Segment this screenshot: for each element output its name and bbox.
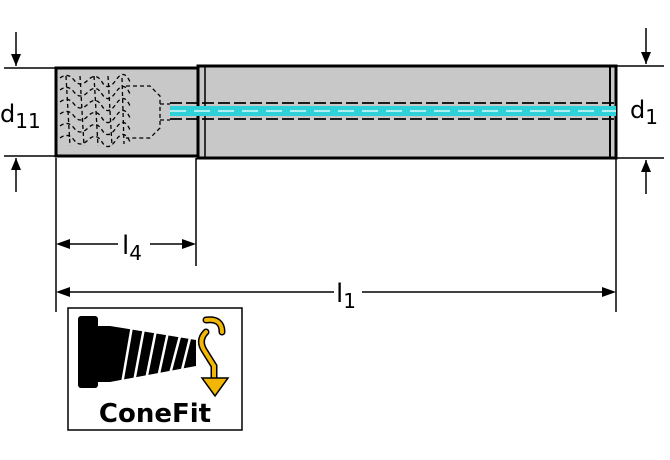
logo-text: ConeFit [99,399,211,429]
arrow-up-icon [11,158,21,170]
arrow-right-icon [602,287,616,297]
label-d1: d1 [630,96,658,129]
dimension-l1 [68,158,617,312]
label-d11: d11 [0,100,41,133]
arrow-left-icon [56,287,70,297]
arrow-right-icon [182,239,196,249]
arrow-down-icon [11,54,21,66]
arrow-up-icon [641,160,651,172]
label-l1: l1 [336,279,356,313]
thread-section [59,73,170,148]
label-l4: l4 [122,231,142,265]
arrow-left-icon [56,239,70,249]
dimension-l4 [55,158,197,312]
arrow-down-icon [641,52,651,64]
conefit-logo: ConeFit [67,307,243,431]
cone-head-icon [78,316,196,388]
coolant-channel [170,102,616,120]
rotation-arrow-icon [197,316,230,398]
